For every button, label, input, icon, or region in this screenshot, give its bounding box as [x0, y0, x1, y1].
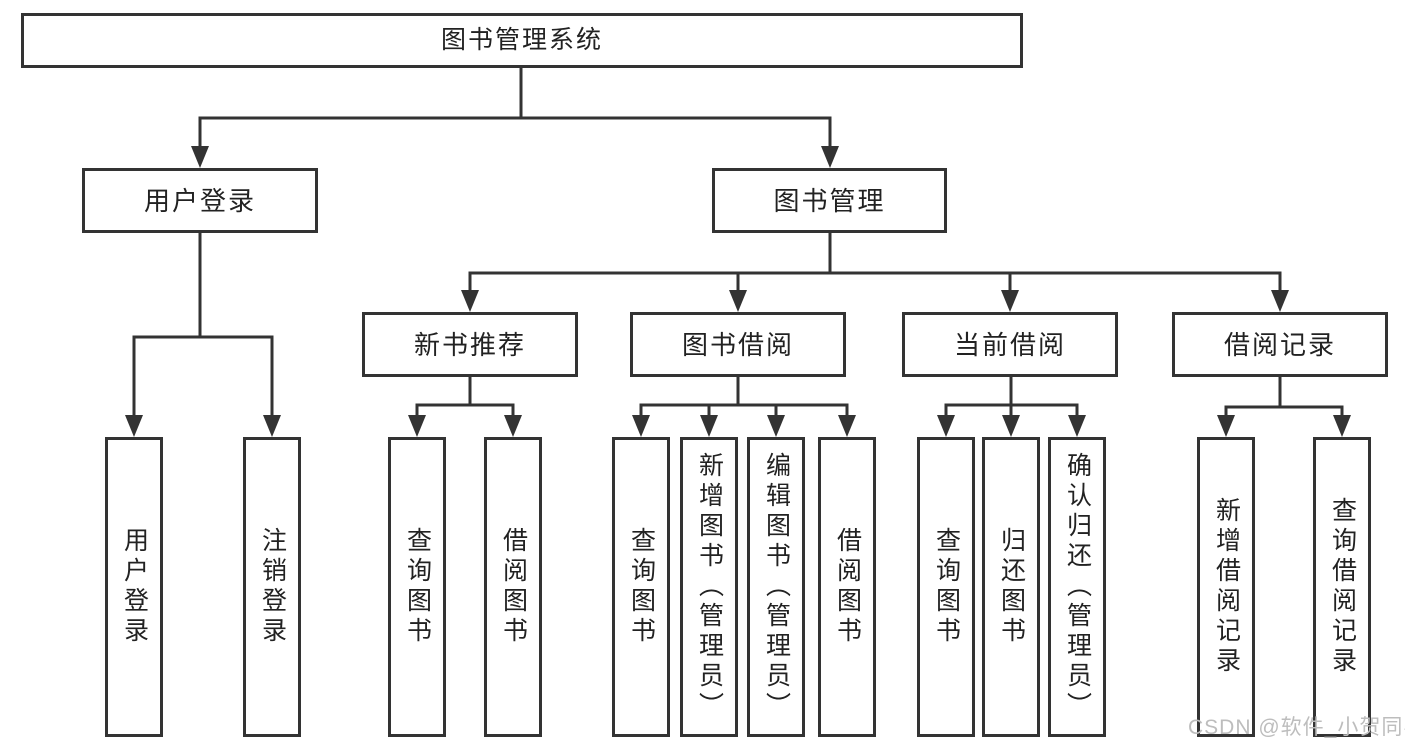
connector-user-login-branch [132, 233, 274, 416]
leaf-query-borrow-record: 查询借阅记录 [1313, 437, 1371, 737]
arrowheads-level2 [191, 146, 839, 168]
node-book-management: 图书管理 [712, 168, 947, 233]
node-current-borrowing: 当前借阅 [902, 312, 1118, 377]
leaf-query-books-borrowing-label: 查询图书 [627, 527, 656, 647]
arrowheads-leaves [125, 415, 1351, 437]
leaf-add-borrow-record-label: 新增借阅记录 [1212, 497, 1241, 677]
leaf-return-books-label: 归还图书 [997, 527, 1026, 647]
leaf-user-login-label: 用户登录 [120, 527, 149, 647]
leaf-borrow-books-borrowing: 借阅图书 [818, 437, 876, 737]
leaf-add-borrow-record: 新增借阅记录 [1197, 437, 1255, 737]
arrowheads-level3 [461, 290, 1289, 312]
node-new-book-recommend: 新书推荐 [362, 312, 578, 377]
csdn-watermark: CSDN @软件_小贺同学 [1188, 716, 1405, 739]
leaf-borrow-books-recommend: 借阅图书 [484, 437, 542, 737]
leaf-query-borrow-record-label: 查询借阅记录 [1328, 497, 1357, 677]
leaf-add-book-admin-label: 新增图书（管理员） [695, 452, 724, 722]
node-user-login: 用户登录 [82, 168, 318, 233]
leaf-borrow-books-borrowing-label: 借阅图书 [833, 527, 862, 647]
connector-root-to-level2 [198, 68, 832, 147]
leaf-add-book-admin: 新增图书（管理员） [680, 437, 738, 737]
leaf-query-books-recommend-label: 查询图书 [403, 527, 432, 647]
connector-book-management-branch [468, 233, 1282, 291]
node-user-login-label: 用户登录 [143, 185, 256, 216]
node-borrowing-records-label: 借阅记录 [1223, 329, 1336, 360]
connector-new-book-branch [415, 377, 515, 416]
leaf-logout: 注销登录 [243, 437, 301, 737]
node-book-borrowing-label: 图书借阅 [681, 329, 794, 360]
leaf-edit-book-admin: 编辑图书（管理员） [747, 437, 805, 737]
node-current-borrowing-label: 当前借阅 [953, 329, 1066, 360]
leaf-query-books-current: 查询图书 [917, 437, 975, 737]
leaf-logout-label: 注销登录 [258, 527, 287, 647]
leaf-edit-book-admin-label: 编辑图书（管理员） [762, 452, 791, 722]
leaf-borrow-books-recommend-label: 借阅图书 [499, 527, 528, 647]
node-borrowing-records: 借阅记录 [1172, 312, 1388, 377]
node-book-management-label: 图书管理 [773, 185, 886, 216]
leaf-query-books-recommend: 查询图书 [388, 437, 446, 737]
node-new-book-recommend-label: 新书推荐 [413, 329, 526, 360]
connector-book-borrowing-branch [639, 377, 849, 416]
node-book-borrowing: 图书借阅 [630, 312, 846, 377]
leaf-user-login: 用户登录 [105, 437, 163, 737]
leaf-query-books-borrowing: 查询图书 [612, 437, 670, 737]
node-root-library-system: 图书管理系统 [21, 13, 1023, 68]
connector-borrowing-records-branch [1224, 377, 1344, 416]
leaf-confirm-return-admin: 确认归还（管理员） [1048, 437, 1106, 737]
node-root-label: 图书管理系统 [440, 26, 603, 54]
leaf-confirm-return-admin-label: 确认归还（管理员） [1063, 452, 1092, 722]
leaf-query-books-current-label: 查询图书 [932, 527, 961, 647]
connector-current-borrowing-branch [944, 377, 1079, 416]
leaf-return-books: 归还图书 [982, 437, 1040, 737]
